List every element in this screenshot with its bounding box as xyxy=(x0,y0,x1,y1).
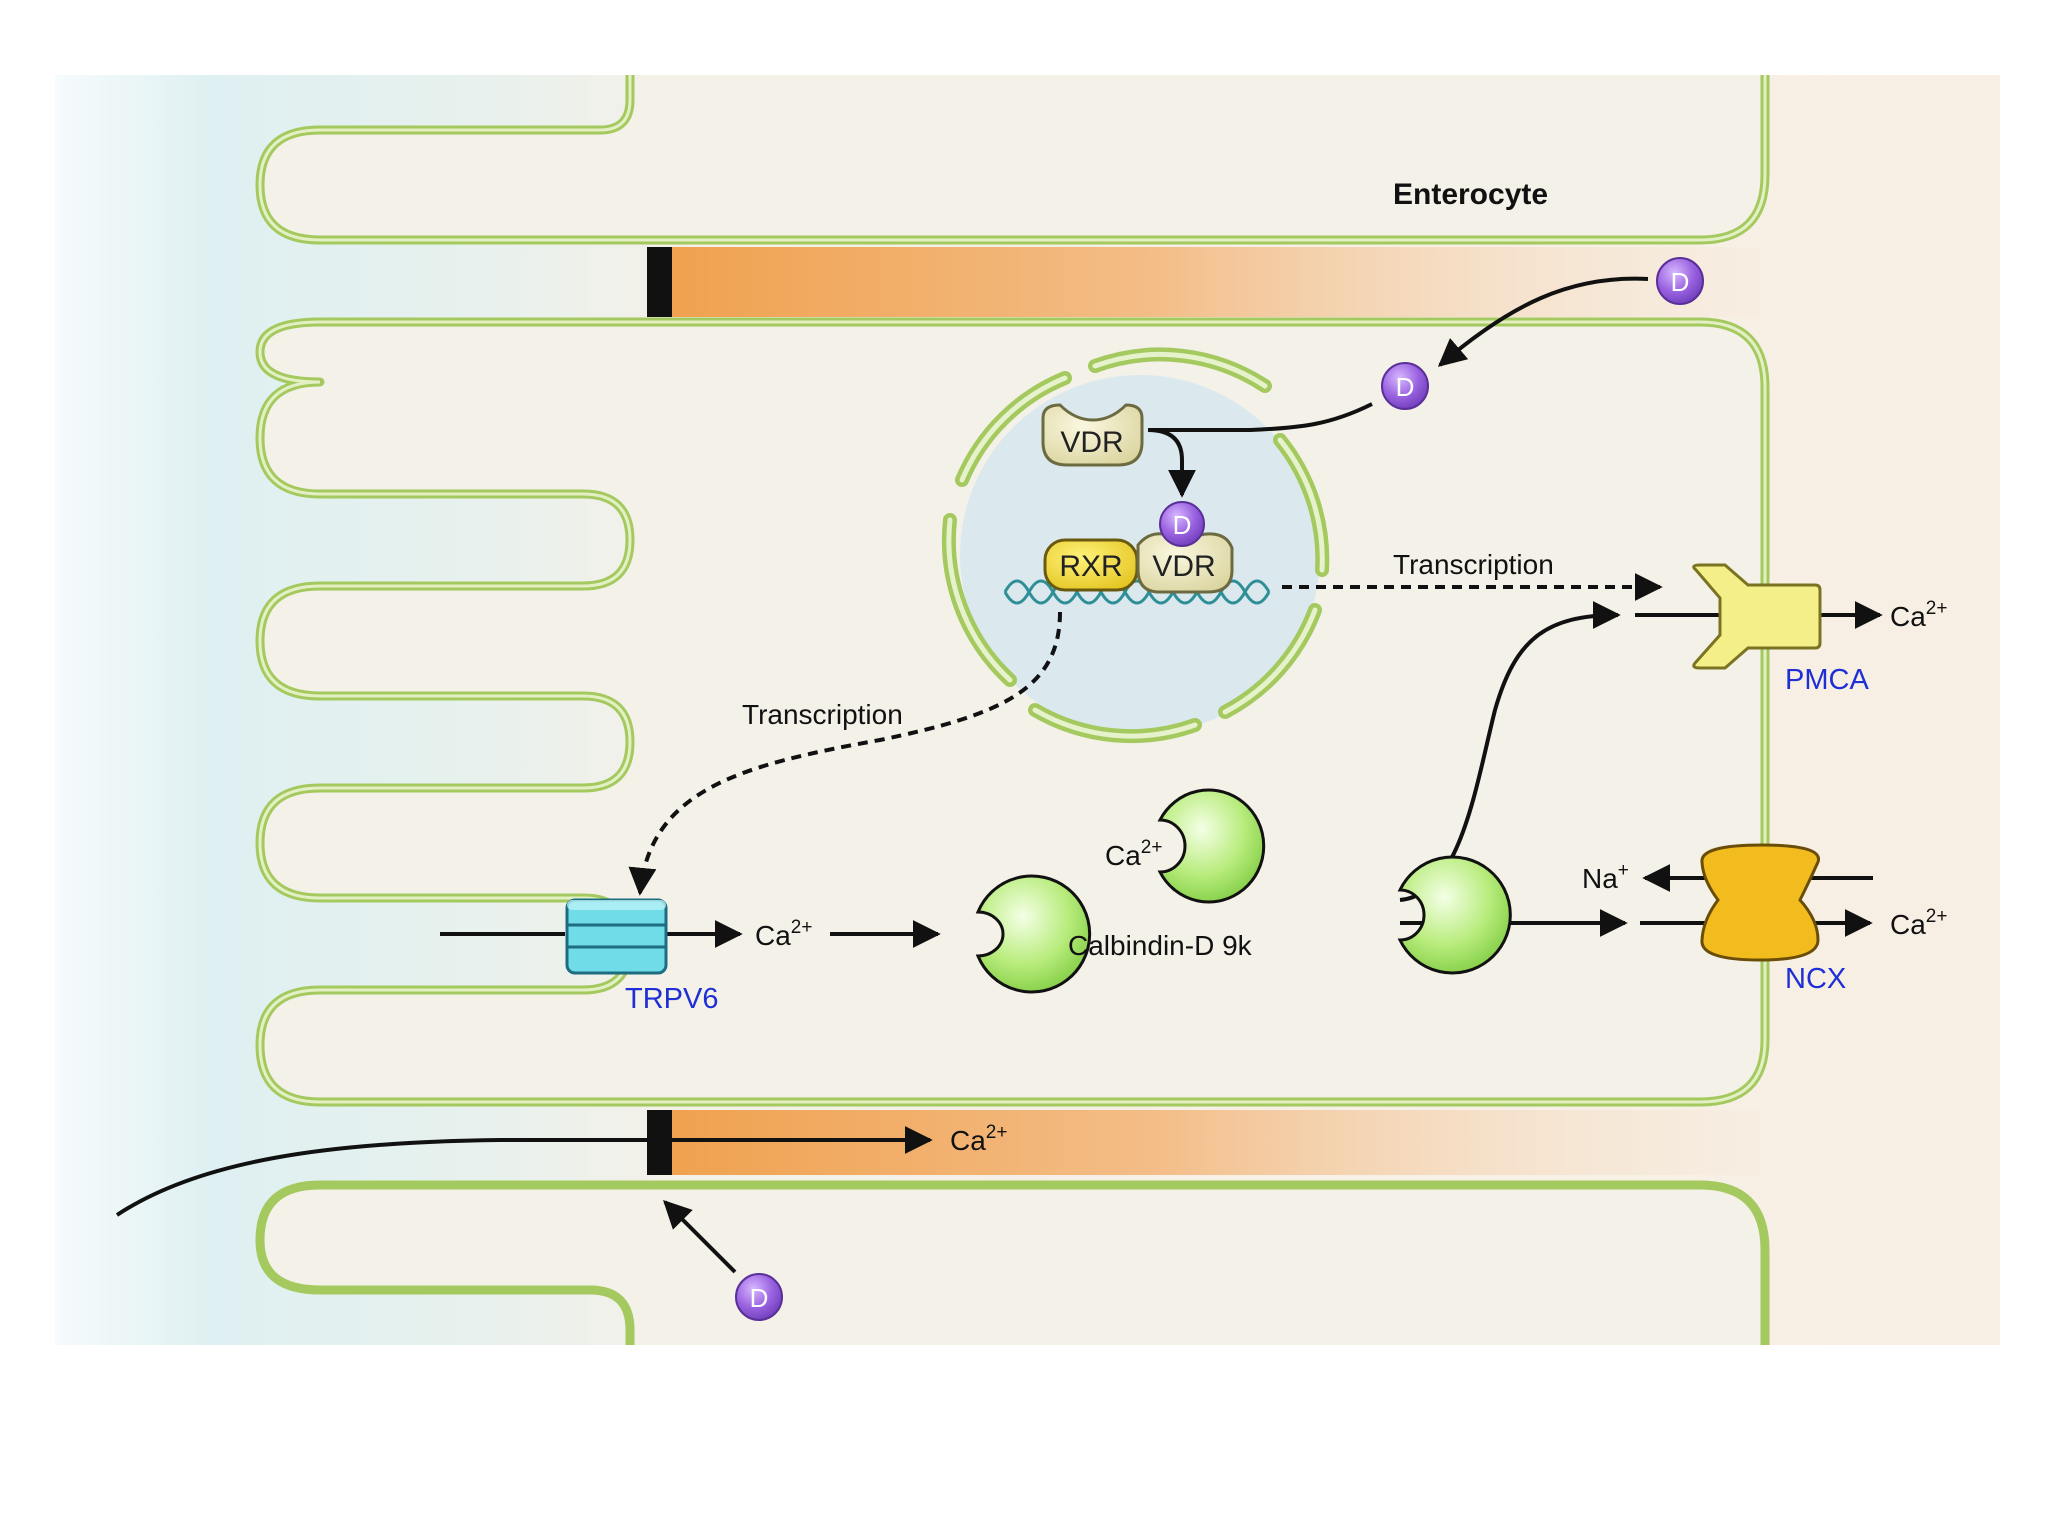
cell-label: Enterocyte xyxy=(1393,178,1548,211)
vitamin-d-molecule-extracellular: D xyxy=(1656,257,1704,305)
lower-cell-membrane xyxy=(255,1180,1770,1345)
vitamin-d-molecule-cytoplasm: D xyxy=(1381,362,1429,410)
tight-junction-bottom-seal xyxy=(647,1110,672,1175)
calcium-ion-label-pmca: Ca2+ xyxy=(1890,598,1947,632)
calbindin-protein-exporting xyxy=(1397,855,1512,975)
calcium-ion-label-calbindin: Ca2+ xyxy=(1105,837,1162,871)
rxr-label: RXR xyxy=(1059,550,1122,583)
transcription-arrow-trpv6 xyxy=(628,611,1062,896)
vitamin-d-to-vdr-line xyxy=(1148,402,1373,432)
tight-junction-top xyxy=(660,247,1760,317)
sodium-ion-label: Na+ xyxy=(1582,860,1629,894)
vitamin-d-molecule-bound: D xyxy=(1159,501,1205,547)
trpv6-channel xyxy=(565,898,668,975)
ncx-label: NCX xyxy=(1785,963,1846,995)
vitamin-d-entry-arrow xyxy=(1437,276,1649,367)
rxr-vdr-complex: RXR VDR xyxy=(1043,532,1234,594)
vitamin-d-molecule-lower: D xyxy=(735,1273,783,1321)
svg-text:D: D xyxy=(1173,510,1192,540)
paracellular-calcium-line xyxy=(115,1126,933,1217)
calcium-ion-label-ncx: Ca2+ xyxy=(1890,906,1947,940)
calbindin-protein-free xyxy=(975,874,1092,994)
pmca-pump xyxy=(1692,563,1822,670)
trpv6-label: TRPV6 xyxy=(625,983,718,1015)
svg-text:D: D xyxy=(1671,267,1690,297)
pmca-label: PMCA xyxy=(1785,664,1869,696)
vdr-binding-arrow xyxy=(1147,428,1196,498)
transcription-label-right: Transcription xyxy=(1393,549,1554,580)
svg-text:D: D xyxy=(750,1283,769,1313)
vdr-label-bound: VDR xyxy=(1152,550,1215,583)
transcription-label-left: Transcription xyxy=(742,699,903,730)
vdr-receptor-free: VDR xyxy=(1041,403,1144,467)
calbindin-label: Calbindin-D 9k xyxy=(1068,930,1253,961)
tight-junction-top-seal xyxy=(647,247,672,317)
vdr-label-free: VDR xyxy=(1060,426,1123,459)
calcium-ion-label-paracellular: Ca2+ xyxy=(950,1122,1007,1156)
calcium-ion-label-trpv6: Ca2+ xyxy=(755,917,812,951)
calbindin-protein-bound xyxy=(1157,788,1266,904)
vitamin-d-tight-junction-arrow xyxy=(663,1200,737,1274)
svg-text:D: D xyxy=(1396,372,1415,402)
ncx-exchanger xyxy=(1700,843,1820,962)
tight-junction-bottom xyxy=(660,1110,1760,1175)
